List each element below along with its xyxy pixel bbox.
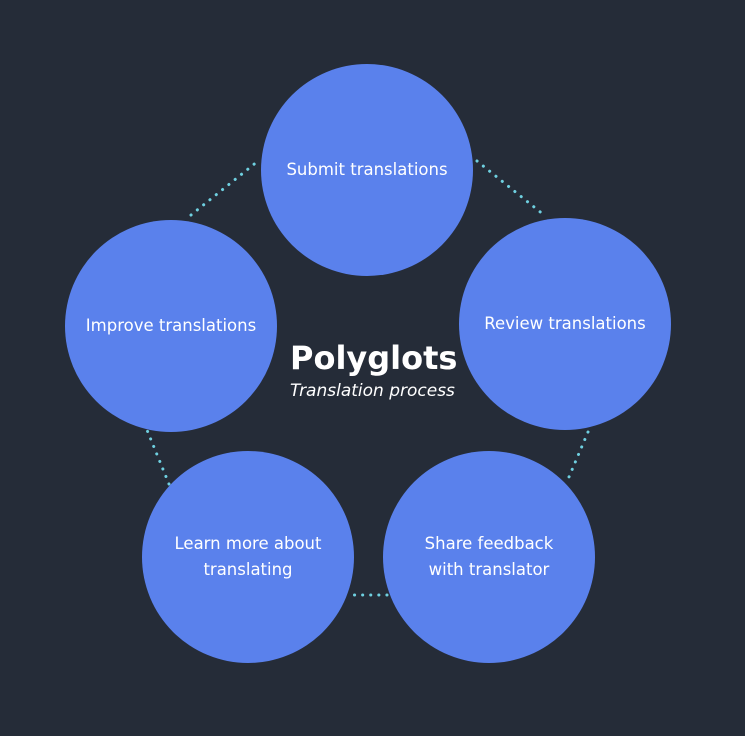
node-submit-translations: Submit translations [261, 64, 473, 276]
node-improve-translations: Improve translations [65, 220, 277, 432]
node-review-translations: Review translations [459, 218, 671, 430]
connector-learn-improve [145, 428, 171, 486]
node-label: Review translations [484, 314, 646, 333]
connector-review-share [564, 430, 590, 486]
diagram-subtitle: Translation process [290, 381, 455, 401]
connector-submit-review [475, 159, 546, 217]
node-label: Learn more about translating [174, 534, 322, 579]
node-label: Improve translations [85, 316, 257, 335]
node-label: Share feedback with translator [424, 534, 554, 579]
node-label: Submit translations [286, 160, 448, 179]
connector-improve-submit [189, 159, 260, 217]
diagram-title: Polyglots [290, 339, 458, 377]
node-learn-more: Learn more about translating [142, 451, 354, 663]
node-share-feedback: Share feedback with translator [383, 451, 595, 663]
